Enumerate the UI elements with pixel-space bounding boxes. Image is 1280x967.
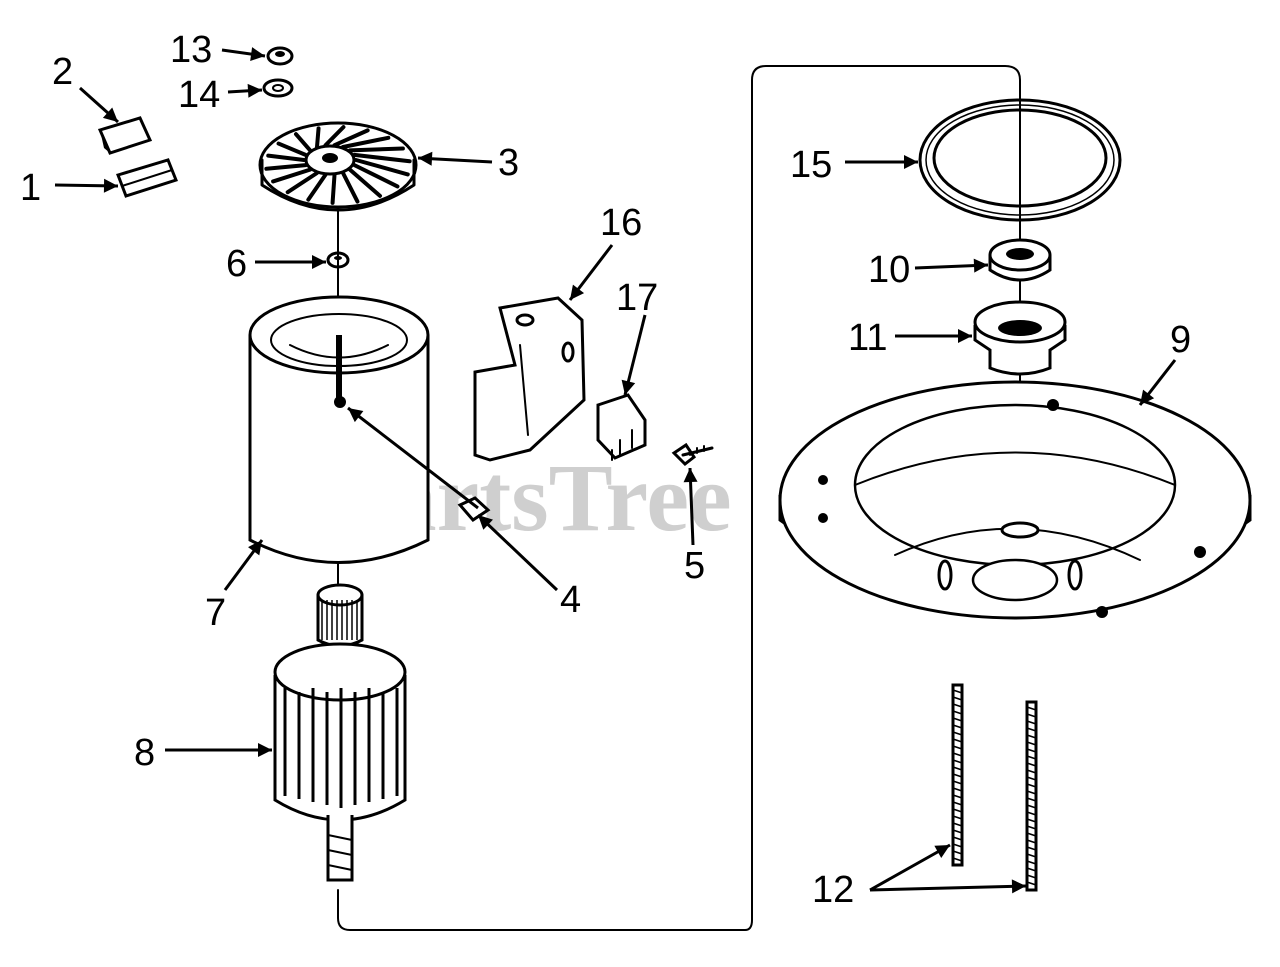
part-12-studs	[951, 683, 1038, 892]
leader-arrow	[621, 314, 647, 396]
leader-arrow	[845, 155, 918, 169]
part-13-nut	[266, 46, 294, 66]
leader-arrow	[165, 743, 272, 757]
leader-arrow	[869, 843, 951, 892]
part-1-key	[116, 158, 178, 198]
callout-9: 9	[1170, 319, 1191, 361]
part-17-relay	[596, 393, 647, 461]
part-5-screw	[671, 442, 714, 466]
leader-arrow	[221, 47, 266, 61]
callout-8: 8	[134, 732, 155, 774]
leader-arrow	[1138, 359, 1177, 406]
leader-arrow	[347, 406, 479, 510]
leader-arrow	[223, 539, 264, 591]
part-8-armature	[273, 583, 407, 882]
leader-arrow	[914, 258, 989, 273]
part-3-fan	[258, 121, 418, 212]
part-7-housing	[248, 295, 430, 564]
part-11-retainer	[973, 300, 1067, 376]
callout-7: 7	[205, 592, 226, 634]
leader-arrow	[417, 151, 493, 166]
callout-2: 2	[52, 51, 73, 93]
callout-11: 11	[848, 317, 887, 359]
leader-arrows	[54, 47, 1177, 894]
part-2-cap	[97, 116, 153, 155]
callout-14: 14	[178, 74, 220, 116]
callout-3: 3	[498, 142, 519, 184]
leader-arrow	[227, 83, 263, 98]
leader-arrow	[568, 244, 614, 301]
callout-5: 5	[684, 545, 705, 587]
leader-arrow	[869, 879, 1027, 894]
part-10-bearing	[988, 238, 1052, 282]
part-14-washer	[262, 78, 294, 98]
callout-4: 4	[560, 579, 581, 621]
callout-6: 6	[226, 243, 247, 285]
part-16-bracket	[473, 296, 586, 462]
part-9-plate	[778, 380, 1252, 620]
callout-17: 17	[616, 277, 658, 319]
callout-16: 16	[600, 202, 642, 244]
leader-arrow	[895, 329, 972, 343]
callout-13: 13	[170, 29, 212, 71]
leader-arrow	[255, 255, 326, 269]
callout-10: 10	[868, 249, 910, 291]
callout-labels: 1 2 3 4 5 6 7 8 9 10 11 12 13 14 15 16 1…	[20, 29, 1191, 911]
leader-arrow	[683, 467, 698, 546]
callout-15: 15	[790, 144, 832, 186]
callout-12: 12	[812, 869, 854, 911]
leader-arrow	[54, 178, 119, 193]
assembly-bracket-line	[337, 65, 1021, 931]
leader-arrow	[78, 86, 120, 124]
leader-arrow	[476, 513, 559, 592]
callout-1: 1	[20, 167, 41, 209]
